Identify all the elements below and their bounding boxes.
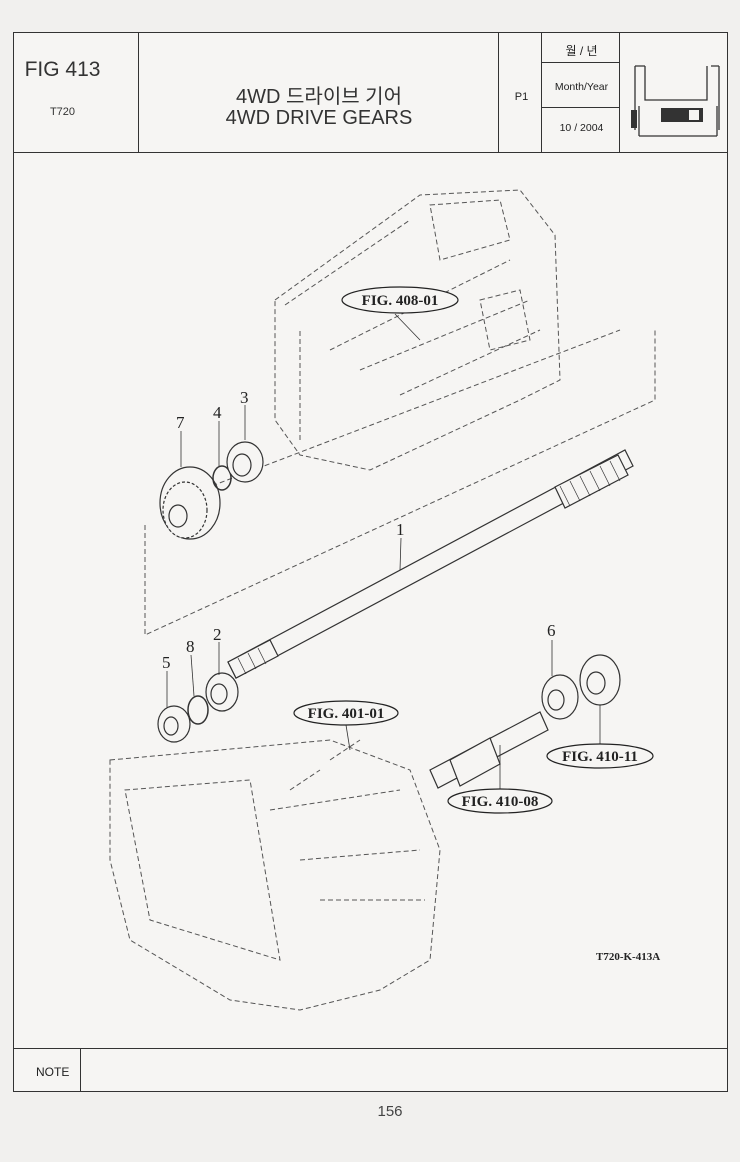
- shaft-part-1: [227, 449, 634, 679]
- month-year-label: Month/Year: [554, 81, 609, 93]
- ref-oval-410-11: [546, 743, 654, 769]
- bearing-part-3: [226, 441, 264, 483]
- month-year-korean: 월 / 년: [565, 44, 598, 58]
- callout-5: 5: [162, 653, 171, 672]
- ref-oval-401-01: [293, 700, 399, 726]
- fig-ref-401-01: FIG. 401-01: [308, 706, 385, 722]
- note-box: [13, 1048, 728, 1092]
- page-number: 156: [377, 1103, 403, 1120]
- title-block: [13, 32, 728, 153]
- title-korean: 4WD 드라이브 기어: [236, 86, 402, 108]
- callout-3: 3: [240, 388, 249, 407]
- callout-1: 1: [396, 520, 405, 539]
- title-english: 4WD DRIVE GEARS: [225, 107, 413, 129]
- fig-ref-408-01: FIG. 408-01: [362, 293, 439, 309]
- callout-6: 6: [547, 621, 556, 640]
- tractor-icon: [631, 65, 720, 137]
- callout-4: 4: [213, 403, 222, 422]
- note-label: NOTE: [36, 1065, 70, 1079]
- ring-part-4: [212, 465, 232, 491]
- figure-number: FIG 413: [24, 58, 101, 81]
- seal-part-5: [157, 705, 191, 743]
- bearing-part-2: [205, 672, 239, 712]
- fig-ref-410-08: FIG. 410-08: [462, 794, 539, 810]
- lower-housing-outline: [109, 739, 441, 1011]
- model-code: T720: [49, 106, 76, 118]
- upper-housing-outline: [274, 189, 561, 471]
- revision-date: 10 / 2004: [559, 122, 604, 134]
- gear-fig-410-11: [579, 654, 621, 706]
- gear-part-6: [541, 674, 579, 720]
- ref-oval-408-01: [341, 286, 459, 314]
- drawing-code: T720-K-413A: [596, 951, 660, 963]
- fig-ref-410-11: FIG. 410-11: [562, 749, 638, 765]
- exploded-parts-diagram: 1 2 3 4 5 6 7 8 FIG. 408-01 FIG. 401-01 …: [109, 189, 660, 1011]
- callout-2: 2: [213, 625, 222, 644]
- page-code: P1: [514, 91, 529, 103]
- shaft-fig-410-08: [429, 711, 549, 789]
- ring-part-8: [187, 695, 209, 725]
- ref-oval-410-08: [447, 788, 553, 814]
- page-frame: [13, 32, 728, 1092]
- callout-7: 7: [176, 413, 185, 432]
- callout-8: 8: [186, 637, 195, 656]
- gear-part-7: [159, 466, 221, 540]
